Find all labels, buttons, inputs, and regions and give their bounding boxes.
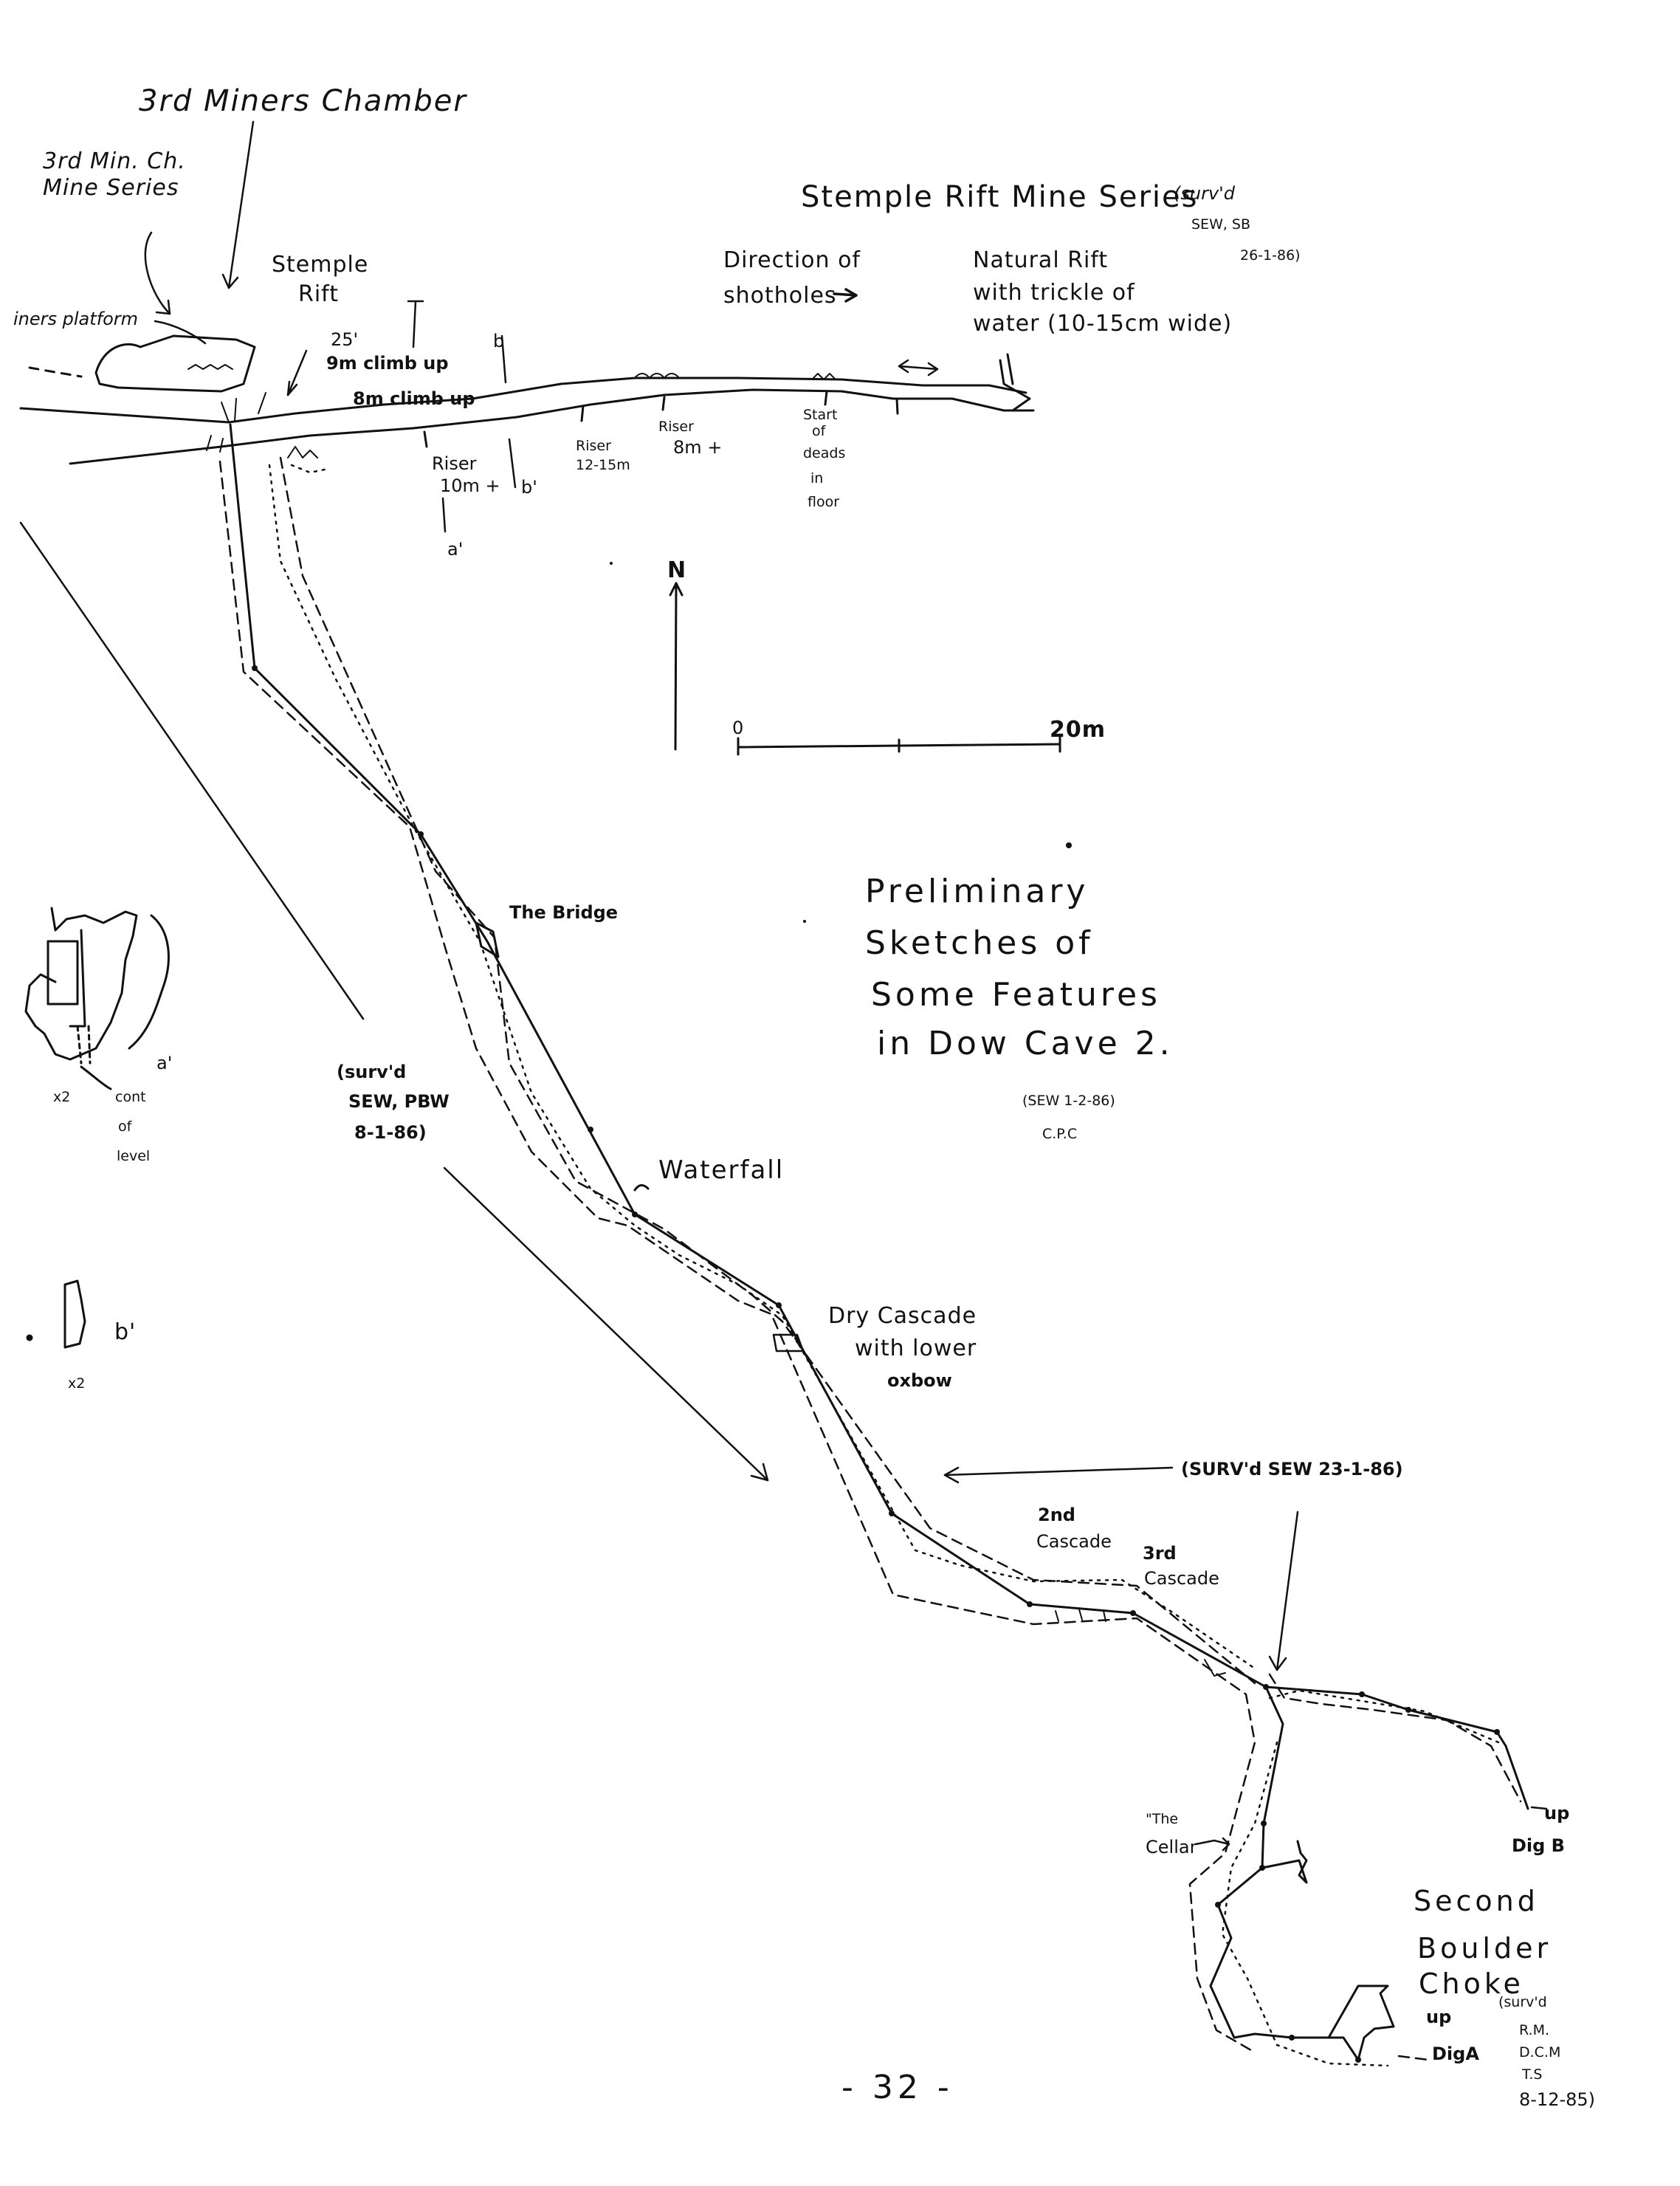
survey-centreline — [229, 423, 1529, 2061]
label-riser-10-1: Riser — [432, 453, 477, 474]
label-second-boulder-2: Boulder — [1417, 1932, 1552, 1965]
label-dry-cascade-3: oxbow — [887, 1370, 952, 1391]
label-section-a-prime-top: a' — [447, 539, 463, 560]
label-stemple-rift-2: Rift — [298, 281, 339, 307]
label-cont-level-3: level — [117, 1148, 150, 1164]
label-cont-level-2: of — [118, 1118, 133, 1135]
label-section-b-prime-side: b' — [114, 1319, 136, 1345]
label-survd-sew-23: (SURV'd SEW 23-1-86) — [1181, 1459, 1403, 1479]
label-stemple-mine-series: Stemple Rift Mine Series — [801, 180, 1198, 214]
label-dry-cascade-2: with lower — [855, 1336, 977, 1361]
passage-walls-dashed — [218, 456, 1522, 2061]
label-waterfall: Waterfall — [658, 1155, 784, 1185]
label-section-b: b — [493, 331, 504, 351]
stemple-rift-passage — [19, 353, 1035, 465]
label-natural-rift-2: with trickle of — [973, 280, 1135, 306]
cross-section-b-prime — [26, 1279, 86, 1349]
label-natural-rift-1: Natural Rift — [973, 247, 1108, 273]
label-survd-sew-sb-1: (surv'd — [1174, 183, 1236, 204]
label-third-miners-chamber: 3rd Miners Chamber — [139, 84, 467, 118]
label-x2-b: x2 — [68, 1375, 85, 1392]
label-survd-rm-1: (surv'd — [1498, 1994, 1547, 2010]
label-survd-rm-3: D.C.M — [1519, 2044, 1560, 2060]
miners-chamber-outline — [28, 334, 318, 458]
label-start-deads-2: of — [812, 423, 827, 439]
label-survd-sew-sb-2: SEW, SB — [1191, 216, 1250, 233]
label-dig-b: Dig B — [1512, 1835, 1565, 1856]
label-riser-10-2: 10m + — [440, 475, 500, 496]
label-riser-12-1: Riser — [576, 438, 611, 454]
label-survd-rm-4: T.S — [1521, 2066, 1542, 2083]
passage-walls-dotted — [268, 464, 1500, 2067]
label-scale-zero: 0 — [732, 718, 743, 738]
label-survd-rm-2: R.M. — [1519, 2022, 1549, 2038]
label-third-cascade-1: 3rd — [1143, 1543, 1177, 1564]
text-labels: 3rd Miners Chamber 3rd Min. Ch. Mine Ser… — [13, 84, 1595, 2110]
label-riser-8-1: Riser — [658, 419, 694, 435]
label-survd-sew-pbw-2: SEW, PBW — [348, 1091, 450, 1112]
paper-specks — [610, 562, 1072, 923]
label-up-b: up — [1544, 1803, 1569, 1824]
north-arrow — [669, 582, 684, 751]
label-third-min-ch-1: 3rd Min. Ch. — [43, 148, 186, 174]
label-riser-12-2: 12-15m — [576, 457, 630, 473]
label-third-cascade-2: Cascade — [1144, 1568, 1219, 1589]
label-the-cellar-1: "The — [1146, 1811, 1178, 1827]
label-the-bridge: The Bridge — [509, 902, 618, 923]
label-x2-a: x2 — [53, 1089, 70, 1105]
label-second-cascade-1: 2nd — [1038, 1505, 1075, 1525]
label-second-boulder-3: Choke — [1419, 1967, 1524, 2000]
page-number: - 32 - — [841, 2069, 954, 2106]
survey-stations — [252, 665, 1500, 2063]
label-the-cellar-2: Cellar — [1146, 1837, 1197, 1857]
label-direction-1: Direction of — [723, 247, 861, 273]
label-climb-9m: 9m climb up — [326, 353, 449, 374]
label-up-a: up — [1426, 2007, 1451, 2027]
label-survd-sew-pbw-3: 8-1-86) — [354, 1122, 427, 1143]
label-title-3: Some Features — [871, 976, 1161, 1014]
label-survd-rm-5: 8-12-85) — [1519, 2089, 1595, 2110]
label-climb-8m: 8m climb up — [353, 388, 475, 409]
label-climb-25: 25' — [331, 329, 358, 350]
label-second-cascade-2: Cascade — [1036, 1531, 1112, 1552]
label-title-4: in Dow Cave 2. — [877, 1025, 1174, 1062]
label-third-min-ch-2: Mine Series — [43, 175, 179, 201]
label-credit-1: (SEW 1-2-86) — [1022, 1093, 1115, 1109]
label-start-deads-3: deads — [803, 445, 845, 461]
scale-bar — [737, 734, 1061, 756]
label-start-deads-5: floor — [808, 494, 839, 510]
label-title-1: Preliminary — [865, 873, 1089, 910]
label-survd-sew-pbw-1: (surv'd — [337, 1062, 406, 1082]
label-dry-cascade-1: Dry Cascade — [828, 1303, 977, 1329]
label-start-deads-1: Start — [803, 407, 837, 423]
label-scale-end: 20m — [1050, 717, 1106, 743]
label-second-boulder-1: Second — [1414, 1885, 1539, 1917]
passage-features — [475, 921, 1226, 1677]
cross-section-a-prime — [24, 907, 170, 1090]
label-natural-rift-3: water (10-15cm wide) — [973, 311, 1232, 337]
label-north: N — [667, 557, 686, 583]
label-survd-sew-sb-3: 26-1-86) — [1240, 247, 1301, 264]
label-section-a-prime: a' — [156, 1053, 172, 1073]
label-credit-2: C.P.C — [1042, 1126, 1077, 1142]
label-section-b-prime: b' — [521, 477, 537, 498]
pointer-lines — [19, 120, 1548, 1852]
label-cont-level-1: cont — [115, 1089, 146, 1105]
label-title-2: Sketches of — [865, 924, 1094, 962]
label-miners-platform: iners platform — [13, 309, 138, 329]
label-stemple-rift-1: Stemple — [272, 252, 368, 278]
label-direction-2: shotholes — [723, 283, 837, 309]
label-dig-a: DigA — [1432, 2044, 1479, 2064]
label-start-deads-4: in — [810, 470, 823, 487]
label-riser-8-2: 8m + — [673, 437, 722, 458]
